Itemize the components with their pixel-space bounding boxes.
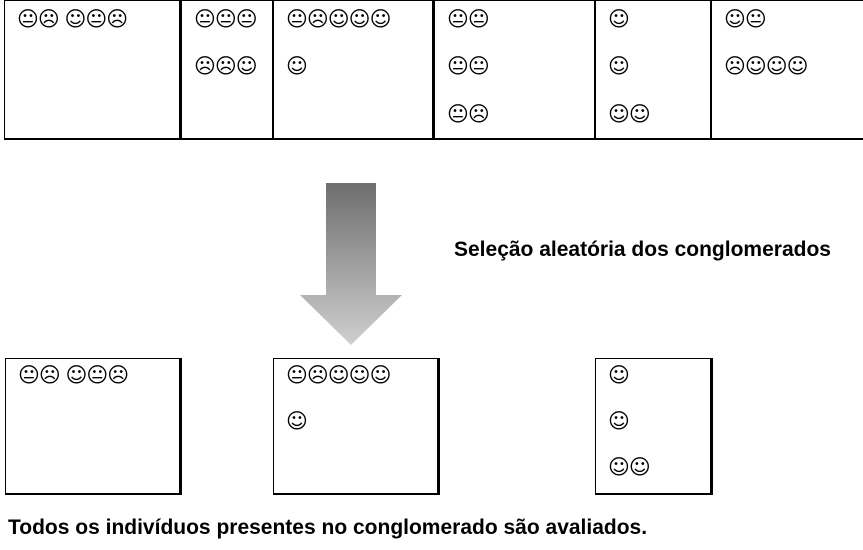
selected-cluster-box: ☺ ☺ ☺☺ <box>595 358 713 495</box>
cluster-members: 😐☹ <box>447 102 490 126</box>
cluster-members: 😐☹☺☺☺ <box>286 363 391 387</box>
cluster-members: ☺ <box>608 363 630 387</box>
footer-caption: Todos os indivíduos presentes no conglom… <box>8 516 648 539</box>
cluster-box: ☺ ☺ ☺☺ <box>595 0 711 140</box>
cluster-members: ☺☺ <box>608 455 651 479</box>
cluster-members: 😐☹ ☺😐☹ <box>18 363 129 387</box>
cluster-members: ☹☺☺☺ <box>724 54 809 78</box>
cluster-members: ☹☹☺ <box>194 54 258 78</box>
cluster-box: 😐😐😐 ☹☹☺ <box>180 0 273 140</box>
cluster-members: 😐😐 <box>447 7 490 31</box>
cluster-members: ☺ <box>286 54 308 78</box>
cluster-members: ☺ <box>608 409 630 433</box>
selected-cluster-box: 😐☹ ☺😐☹ <box>5 358 182 495</box>
down-arrow-icon <box>300 183 402 345</box>
cluster-members: 😐😐 <box>447 54 490 78</box>
cluster-members: 😐☹☺☺☺ <box>286 7 391 31</box>
cluster-members: ☺😐 <box>724 7 767 31</box>
cluster-members: 😐😐😐 <box>194 7 258 31</box>
selected-cluster-box: 😐☹☺☺☺ ☺ <box>273 358 440 495</box>
cluster-members: 😐☹ ☺😐☹ <box>17 7 128 31</box>
cluster-box: 😐☹☺☺☺ ☺ <box>273 0 433 140</box>
cluster-box: ☺😐 ☹☺☺☺ <box>711 0 863 140</box>
cluster-members: ☺ <box>286 409 308 433</box>
arrow-label: Seleção aleatória dos conglomerados <box>454 238 831 261</box>
cluster-members: ☺ <box>608 54 630 78</box>
cluster-members: ☺☺ <box>608 102 651 126</box>
cluster-box: 😐☹ ☺😐☹ <box>4 0 180 140</box>
cluster-box: 😐😐 😐😐 😐☹ <box>433 0 595 140</box>
cluster-members: ☺ <box>608 7 630 31</box>
